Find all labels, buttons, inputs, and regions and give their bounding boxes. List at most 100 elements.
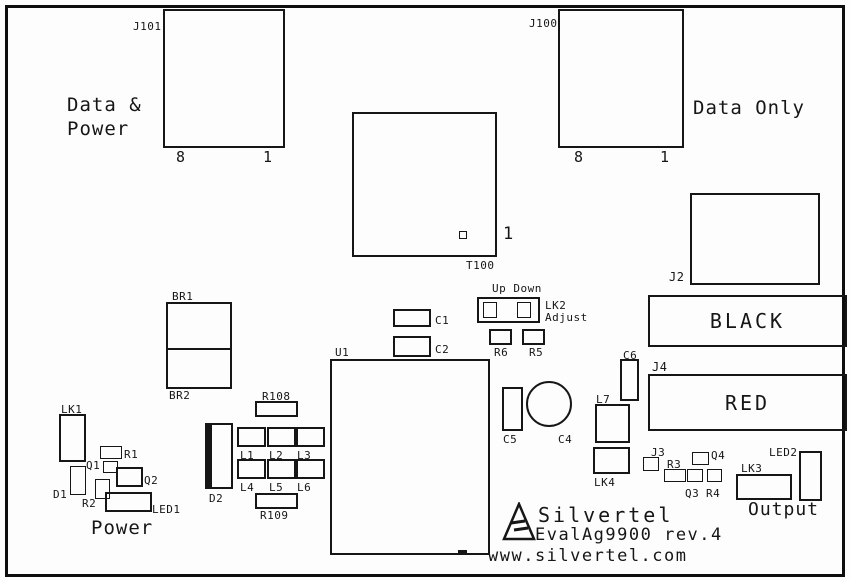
led1: [105, 492, 152, 512]
ref-lk4: LK4: [594, 476, 616, 489]
ref-r3: R3: [667, 458, 682, 471]
connector-j3: [643, 457, 659, 471]
jumper-lk3: [736, 474, 792, 500]
jumper-lk1: [59, 414, 86, 462]
connector-j101: [163, 9, 285, 148]
transistor-q3: [687, 469, 703, 482]
ref-l3: L3: [297, 449, 312, 462]
capacitor-c6: [620, 359, 639, 401]
ref-d2: D2: [209, 492, 224, 505]
terminal-red-label: RED: [724, 390, 771, 415]
section-power-label: Power: [91, 517, 154, 539]
ref-lk2: LK2: [545, 299, 567, 312]
silvertel-logo-icon: [502, 500, 536, 542]
transistor-q2: [116, 467, 143, 487]
ref-j101: J101: [133, 20, 162, 33]
ref-l1: L1: [240, 449, 255, 462]
ref-l6: L6: [297, 481, 312, 494]
ref-d1: D1: [53, 488, 68, 501]
inductor-l4: [237, 459, 266, 479]
ref-c6: C6: [623, 349, 638, 362]
ref-l2: L2: [269, 449, 284, 462]
ref-r6: R6: [494, 346, 509, 359]
resistor-r109: [255, 493, 298, 509]
resistor-r1: [100, 446, 122, 459]
u1-pin-marker: [458, 550, 467, 554]
ref-j3: J3: [651, 446, 666, 459]
ref-lk1: LK1: [61, 403, 83, 416]
brand-company: Silvertel: [538, 503, 674, 527]
brand-board-name: EvalAg9900 rev.4: [535, 525, 723, 545]
ref-r108: R108: [262, 390, 291, 403]
jumper-lk2: [477, 297, 540, 323]
diode-d1: [70, 466, 86, 495]
ref-lk3: LK3: [741, 462, 763, 475]
ref-r109: R109: [260, 509, 289, 522]
terminal-red: RED: [648, 374, 847, 431]
ref-led1: LED1: [152, 503, 181, 516]
ref-l5: L5: [269, 481, 284, 494]
connector-j100: [558, 9, 684, 148]
inductor-l2: [267, 427, 296, 447]
capacitor-c4: [526, 381, 572, 427]
terminal-black-label: BLACK: [709, 309, 786, 333]
ref-j2: J2: [669, 270, 685, 284]
ref-l7: L7: [596, 393, 611, 406]
transformer-t100: [352, 112, 497, 257]
resistor-r3: [664, 469, 686, 482]
resistor-r108: [255, 401, 298, 417]
resistor-r5: [522, 329, 545, 345]
jumper-lk4: [593, 447, 630, 474]
t100-pin-1: 1: [503, 224, 515, 244]
lk2-pad-left: [483, 302, 497, 318]
ref-c5: C5: [503, 433, 518, 446]
lk2-pad-right: [517, 302, 531, 318]
ref-c2: C2: [435, 343, 450, 356]
bridge-br2: [166, 348, 232, 389]
ref-br1: BR1: [172, 290, 194, 303]
resistor-r2: [95, 479, 110, 499]
ref-led2: LED2: [769, 446, 798, 459]
t100-pin1-marker: [459, 231, 467, 239]
capacitor-c1: [393, 309, 431, 327]
ref-q1: Q1: [86, 459, 101, 472]
section-output-label: Output: [748, 499, 820, 520]
ref-q4: Q4: [711, 449, 726, 462]
ref-q3: Q3: [685, 487, 700, 500]
ref-j100: J100: [529, 17, 558, 30]
j101-pin-1: 1: [263, 148, 273, 166]
ref-t100: T100: [466, 259, 495, 272]
connector-j2: [690, 193, 820, 285]
j101-pin-8: 8: [176, 148, 186, 166]
terminal-black: BLACK: [648, 295, 847, 347]
ref-q2: Q2: [144, 474, 159, 487]
capacitor-c5: [502, 387, 523, 431]
j100-pin-8: 8: [574, 148, 584, 166]
ref-u1: U1: [335, 346, 350, 359]
module-u1: [330, 359, 490, 555]
capacitor-c2: [393, 336, 431, 357]
ref-c4: C4: [558, 433, 573, 446]
j100-pin-1: 1: [660, 148, 670, 166]
resistor-r6: [489, 329, 512, 345]
inductor-l6: [296, 459, 325, 479]
ref-j4: J4: [652, 360, 668, 374]
inductor-l3: [296, 427, 325, 447]
ref-c1: C1: [435, 314, 450, 327]
ref-r4: R4: [706, 487, 721, 500]
ref-br2: BR2: [169, 389, 191, 402]
lk2-caption: Adjust: [545, 311, 588, 324]
caption-data-power-line2: Power: [67, 118, 130, 140]
inductor-l1: [237, 427, 266, 447]
ref-l4: L4: [240, 481, 255, 494]
bridge-br1: [166, 302, 232, 350]
brand-website: www.silvertel.com: [488, 546, 688, 566]
inductor-l5: [267, 459, 296, 479]
ref-r1: R1: [124, 448, 139, 461]
transistor-q4: [692, 452, 709, 465]
caption-data-only: Data Only: [693, 97, 805, 119]
led2: [799, 451, 822, 501]
caption-data-power-line1: Data &: [67, 94, 142, 116]
resistor-r4: [707, 469, 722, 482]
diode-d2: [205, 423, 233, 489]
